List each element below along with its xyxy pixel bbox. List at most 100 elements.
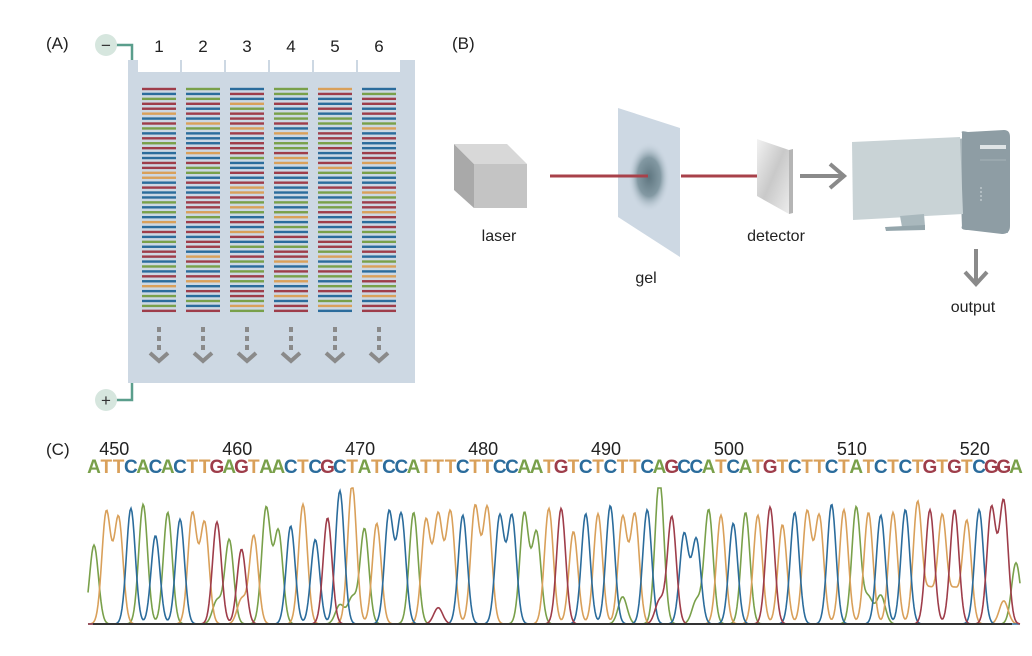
gel-band (318, 225, 352, 229)
gel-band (318, 107, 352, 110)
base-call-letter: T (113, 457, 125, 478)
gel-band (318, 166, 352, 170)
gel-band (230, 299, 264, 303)
gel-band (230, 225, 264, 229)
gel-band (230, 270, 264, 273)
gel-band (318, 206, 352, 209)
negative-wire (114, 43, 134, 62)
base-call-letter: C (382, 457, 396, 478)
position-tick-label: 480 (468, 439, 498, 459)
base-call-letter: T (199, 457, 211, 478)
gel-band (142, 211, 176, 214)
gel-band (362, 107, 396, 110)
base-call-letter: T (912, 457, 924, 478)
migration-arrow-icon (148, 327, 170, 364)
gel-band (318, 181, 352, 184)
gel-band (274, 299, 308, 303)
gel-band (318, 220, 352, 224)
lane-label: 1 (154, 37, 163, 56)
gel-band (230, 235, 264, 239)
gel-band (186, 166, 220, 170)
gel-band (230, 87, 264, 91)
lane-label: 4 (286, 37, 295, 56)
gel-band (186, 191, 220, 194)
base-call-letter: T (469, 457, 481, 478)
base-call-letter: G (923, 457, 938, 478)
gel-band (142, 201, 176, 204)
gel-band (318, 265, 352, 268)
gel-band (142, 186, 176, 189)
gel-band (186, 289, 220, 293)
gel-band (186, 285, 220, 288)
position-tick-label: 460 (222, 439, 252, 459)
gel-band (274, 230, 308, 234)
base-call-letter: G (664, 457, 679, 478)
gel-band (230, 289, 264, 293)
base-call-letter: C (493, 457, 507, 478)
gel-band (142, 151, 176, 155)
laser-icon (454, 144, 527, 208)
gel-band (230, 265, 264, 268)
gel-band (274, 270, 308, 273)
gel-band (274, 225, 308, 229)
gel-band (230, 142, 264, 145)
gel-band (230, 230, 264, 234)
base-call-letter: A (161, 457, 175, 478)
detector-label: detector (747, 228, 805, 245)
trace-T (87, 487, 1021, 625)
base-call-letter: A (849, 457, 863, 478)
position-tick-label: 510 (837, 439, 867, 459)
lane-label: 6 (374, 37, 383, 56)
base-call-letter: T (629, 457, 641, 478)
gel-band (142, 255, 176, 258)
gel-band (362, 309, 396, 313)
gel-band (318, 97, 352, 101)
gel-band (318, 255, 352, 258)
gel-band (362, 102, 396, 105)
gel-band (318, 285, 352, 288)
gel-band (362, 181, 396, 184)
gel-band (142, 275, 176, 278)
gel-band (318, 211, 352, 214)
gel-band (230, 201, 264, 204)
base-call-letter: T (100, 457, 112, 478)
gel-band (186, 176, 220, 179)
panel-label-c: (C) (46, 440, 70, 459)
base-call-letter: T (445, 457, 457, 478)
lane-label: 5 (330, 37, 339, 56)
gel-band (142, 270, 176, 273)
gel-band (142, 280, 176, 283)
gel-band (142, 225, 176, 229)
base-call-letter: C (173, 457, 187, 478)
position-tick-label: 490 (591, 439, 621, 459)
gel-band (142, 206, 176, 209)
gel-band (230, 245, 264, 248)
base-call-letter: G (763, 457, 778, 478)
gel-band (230, 146, 264, 150)
gel-band (274, 285, 308, 288)
base-call-letter: C (284, 457, 298, 478)
migration-arrow-icon (236, 327, 258, 364)
gel-band (362, 87, 396, 91)
base-call-letter: T (432, 457, 444, 478)
gel-band (186, 245, 220, 248)
gel-band (274, 171, 308, 175)
gel-band (274, 265, 308, 268)
gel-band (274, 275, 308, 278)
gel-band (362, 97, 396, 101)
gel-band (362, 215, 396, 219)
gel-band (362, 196, 396, 199)
gel-band (230, 127, 264, 130)
gel-band (274, 176, 308, 179)
base-call-letter: T (936, 457, 948, 478)
gel-band (274, 102, 308, 105)
base-call-letter: C (788, 457, 802, 478)
gel-band (274, 240, 308, 244)
gel-band (142, 181, 176, 184)
gel-band (318, 146, 352, 150)
gel-band (362, 117, 396, 120)
gel-band (274, 289, 308, 293)
gel-band (186, 265, 220, 268)
